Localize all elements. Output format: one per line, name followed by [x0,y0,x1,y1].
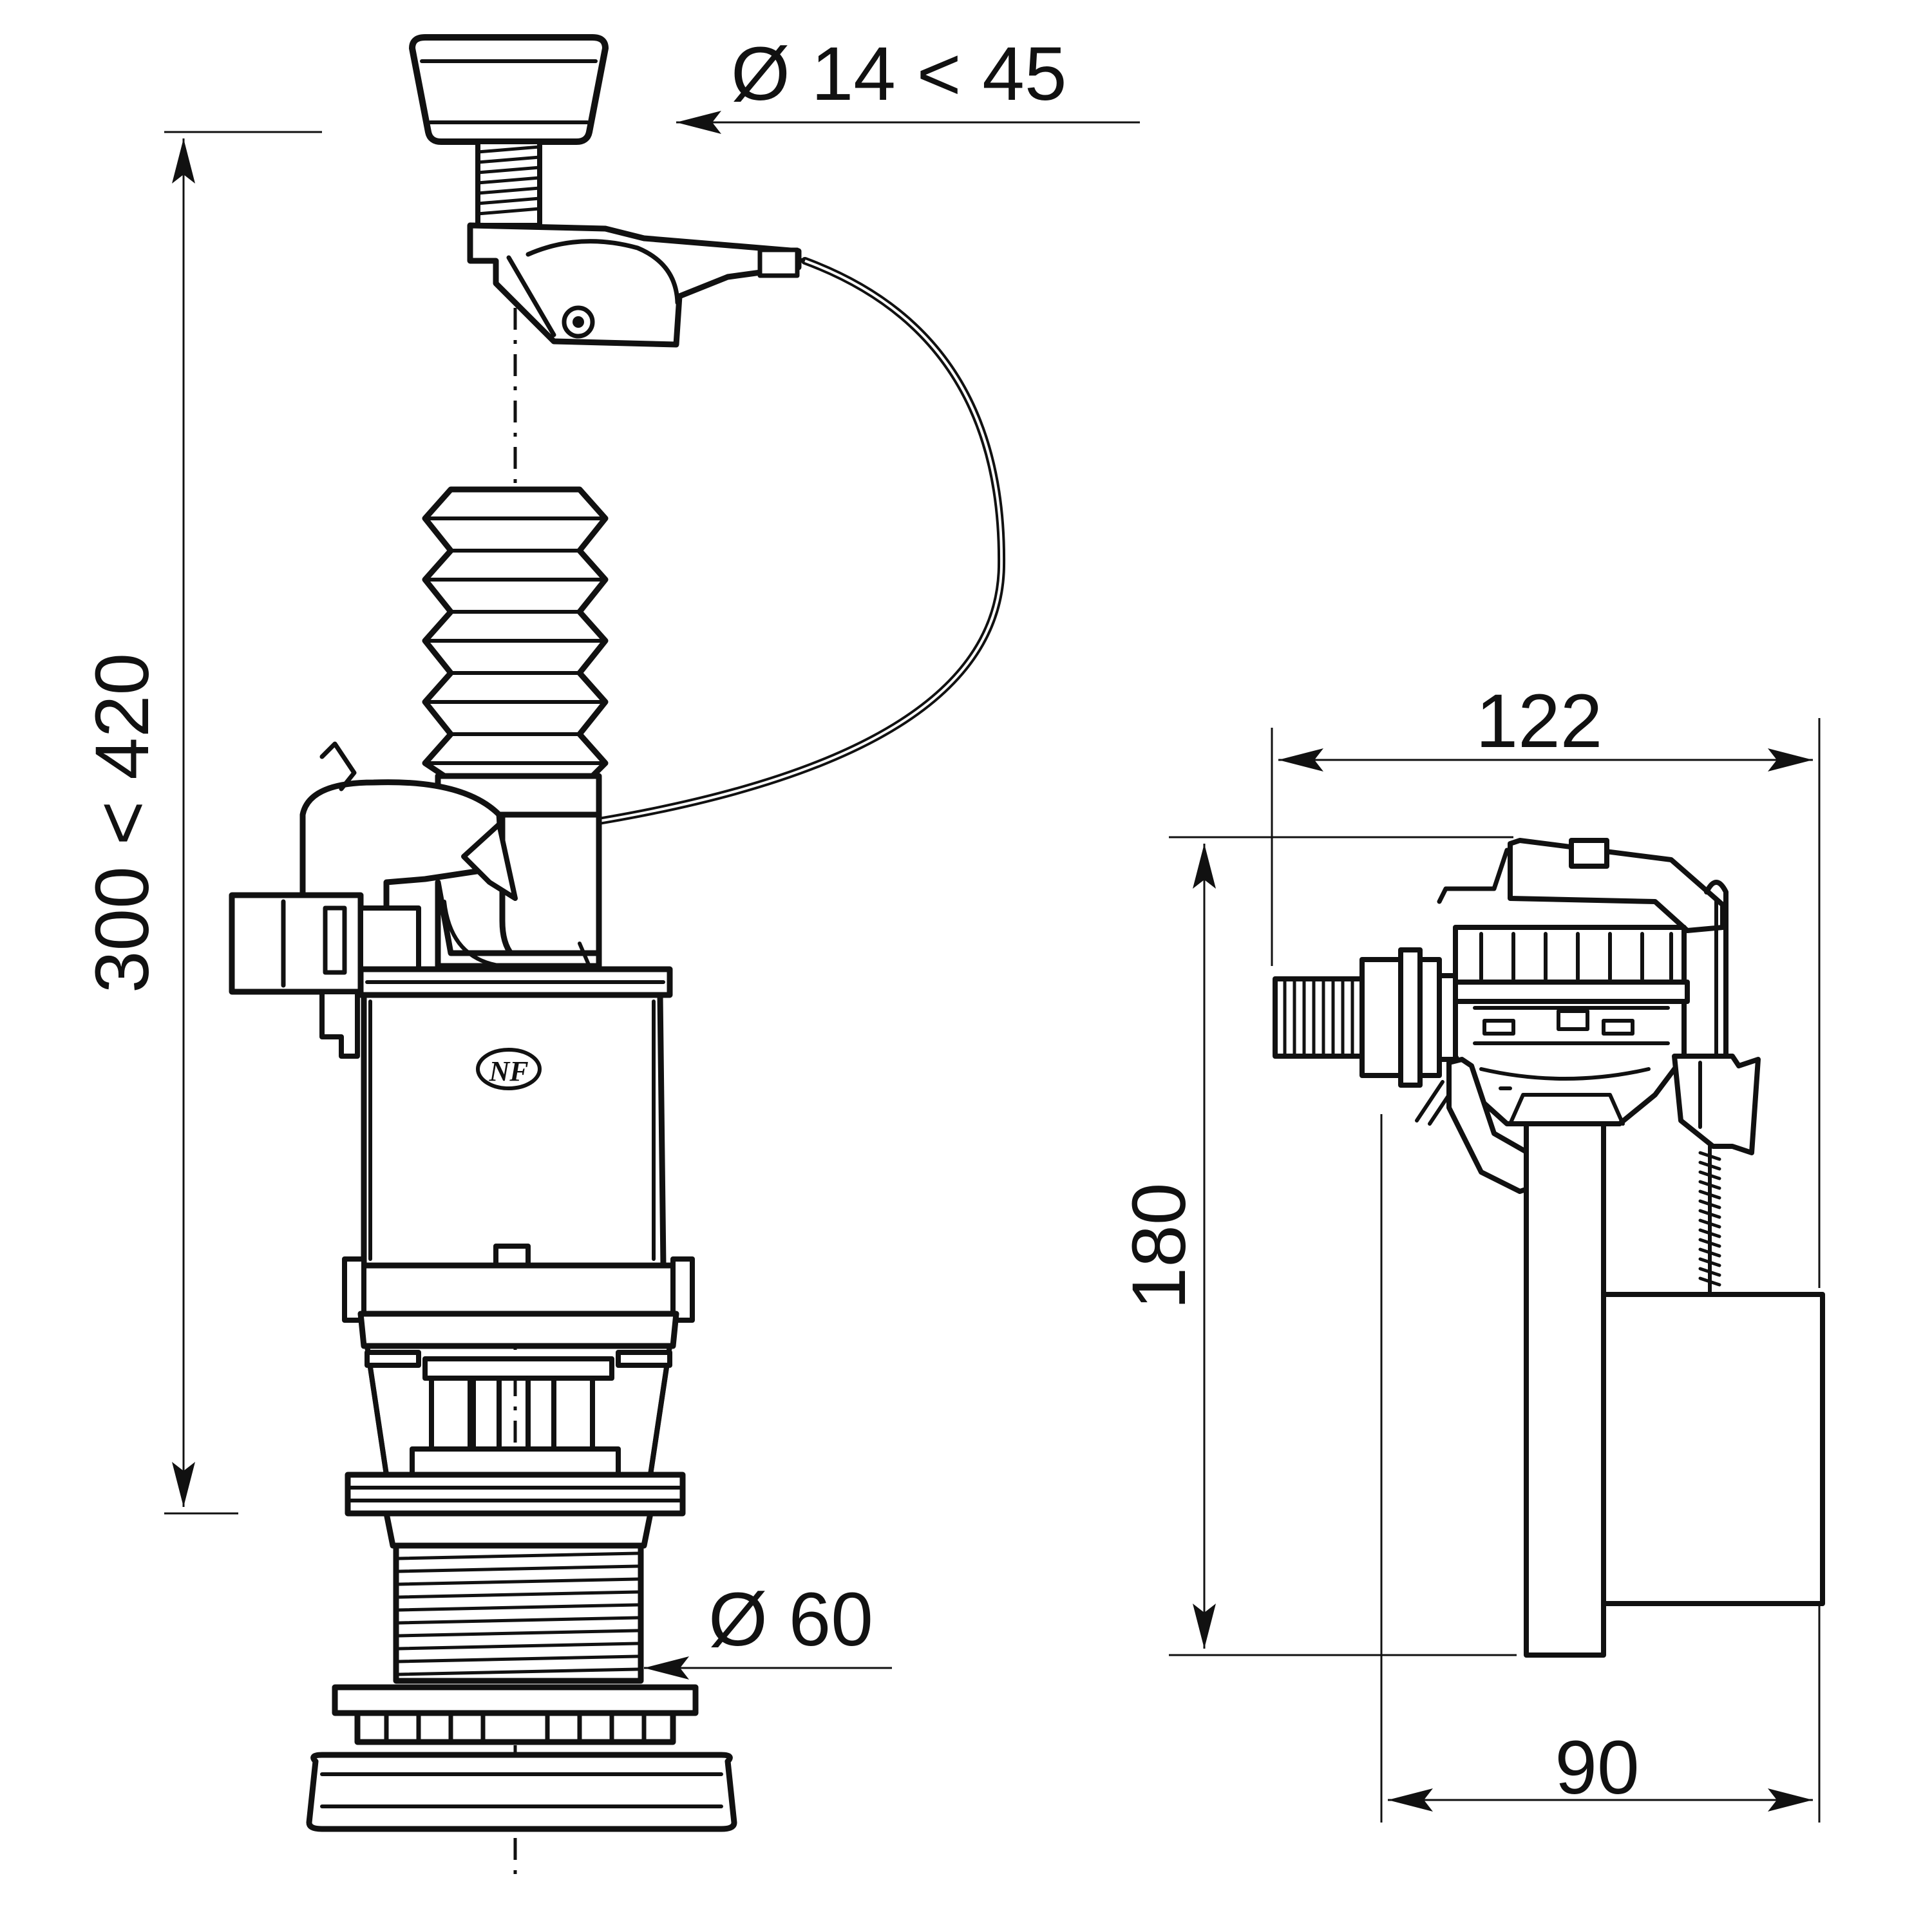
height-dimension: 300 < 420 [80,131,322,1515]
button-diameter-dimension: Ø 14 < 45 [676,32,1140,134]
float-rod [1672,1054,1761,1296]
fill-valve-drawing: 122 180 90 [1117,679,1825,1823]
lock-nut [332,1684,699,1745]
bellows [422,486,609,818]
guide-tube [435,811,602,969]
valve-cage [342,1256,695,1477]
base-seal [306,1752,737,1832]
fill-height-label: 180 [1117,1183,1202,1310]
push-button [409,34,609,145]
top-width-label: 122 [1476,679,1603,764]
flush-lever [299,741,518,918]
flange-ring [345,1472,686,1549]
outlet-diameter-dimension: Ø 60 [644,1577,892,1680]
fill-height-dimension: 180 [1117,836,1517,1656]
nf-mark-label: NF [488,1056,528,1087]
float-cylinder: NF [357,966,673,1269]
bottom-width-label: 90 [1555,1725,1639,1810]
flush-valve-drawing: NF [80,32,1140,1874]
top-width-dimension: 122 [1271,679,1821,1288]
threaded-rod [475,139,542,228]
side-clip [229,892,421,1059]
bottom-width-dimension: 90 [1380,1114,1821,1823]
fill-valve-head [1437,838,1728,1065]
nf-mark [476,1048,542,1090]
lever-housing [467,222,807,348]
button-diameter-label: Ø 14 < 45 [731,32,1067,117]
height-label: 300 < 420 [80,653,165,993]
valve-stem [1524,1121,1606,1658]
float [1601,1292,1825,1606]
fill-valve-body [1453,999,1687,1126]
inlet-thread [1273,947,1458,1088]
outlet-diameter-label: Ø 60 [708,1577,873,1662]
outlet-thread [393,1542,644,1684]
